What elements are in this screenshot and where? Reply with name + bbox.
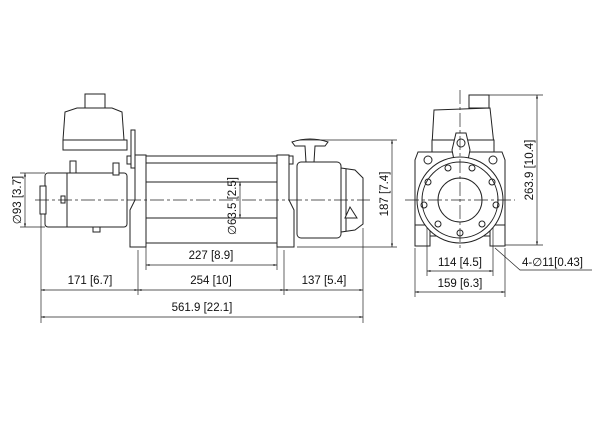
dim-motor-diameter: ∅93 [3.7] — [12, 176, 24, 224]
dim-mount-holes: 4-∅11[0.43] — [522, 257, 583, 269]
dim-drum-length: 227 [8.9] — [189, 250, 234, 262]
front-dimensions: 263.9 [10.4] 114 [4.5] 159 [6.3] 4-∅11[0… — [414, 94, 592, 297]
side-dimensions: ∅93 [3.7] ∅63.5 [2.5] 187 [7.4] 227 [8.9… — [12, 139, 397, 323]
drum — [126, 154, 295, 248]
dim-gearbox-length: 137 [5.4] — [302, 275, 347, 287]
dim-mount-span: 254 [10] — [190, 275, 232, 287]
dim-overall-height: 263.9 [10.4] — [524, 140, 536, 201]
motor — [39, 160, 128, 233]
dim-drum-diameter: ∅63.5 [2.5] — [227, 177, 239, 235]
solenoid-box — [62, 93, 136, 169]
gearbox — [291, 138, 364, 239]
front-view: 263.9 [10.4] 114 [4.5] 159 [6.3] 4-∅11[0… — [405, 90, 592, 297]
dim-motor-length: 171 [6.7] — [68, 275, 113, 287]
side-view: ∅93 [3.7] ∅63.5 [2.5] 187 [7.4] 227 [8.9… — [12, 93, 397, 323]
dim-height: 187 [7.4] — [379, 172, 391, 217]
dim-bolt-spacing: 114 [4.5] — [438, 257, 482, 269]
dim-overall-length: 561.9 [22.1] — [172, 302, 233, 314]
dim-base-width: 159 [6.3] — [438, 278, 483, 290]
